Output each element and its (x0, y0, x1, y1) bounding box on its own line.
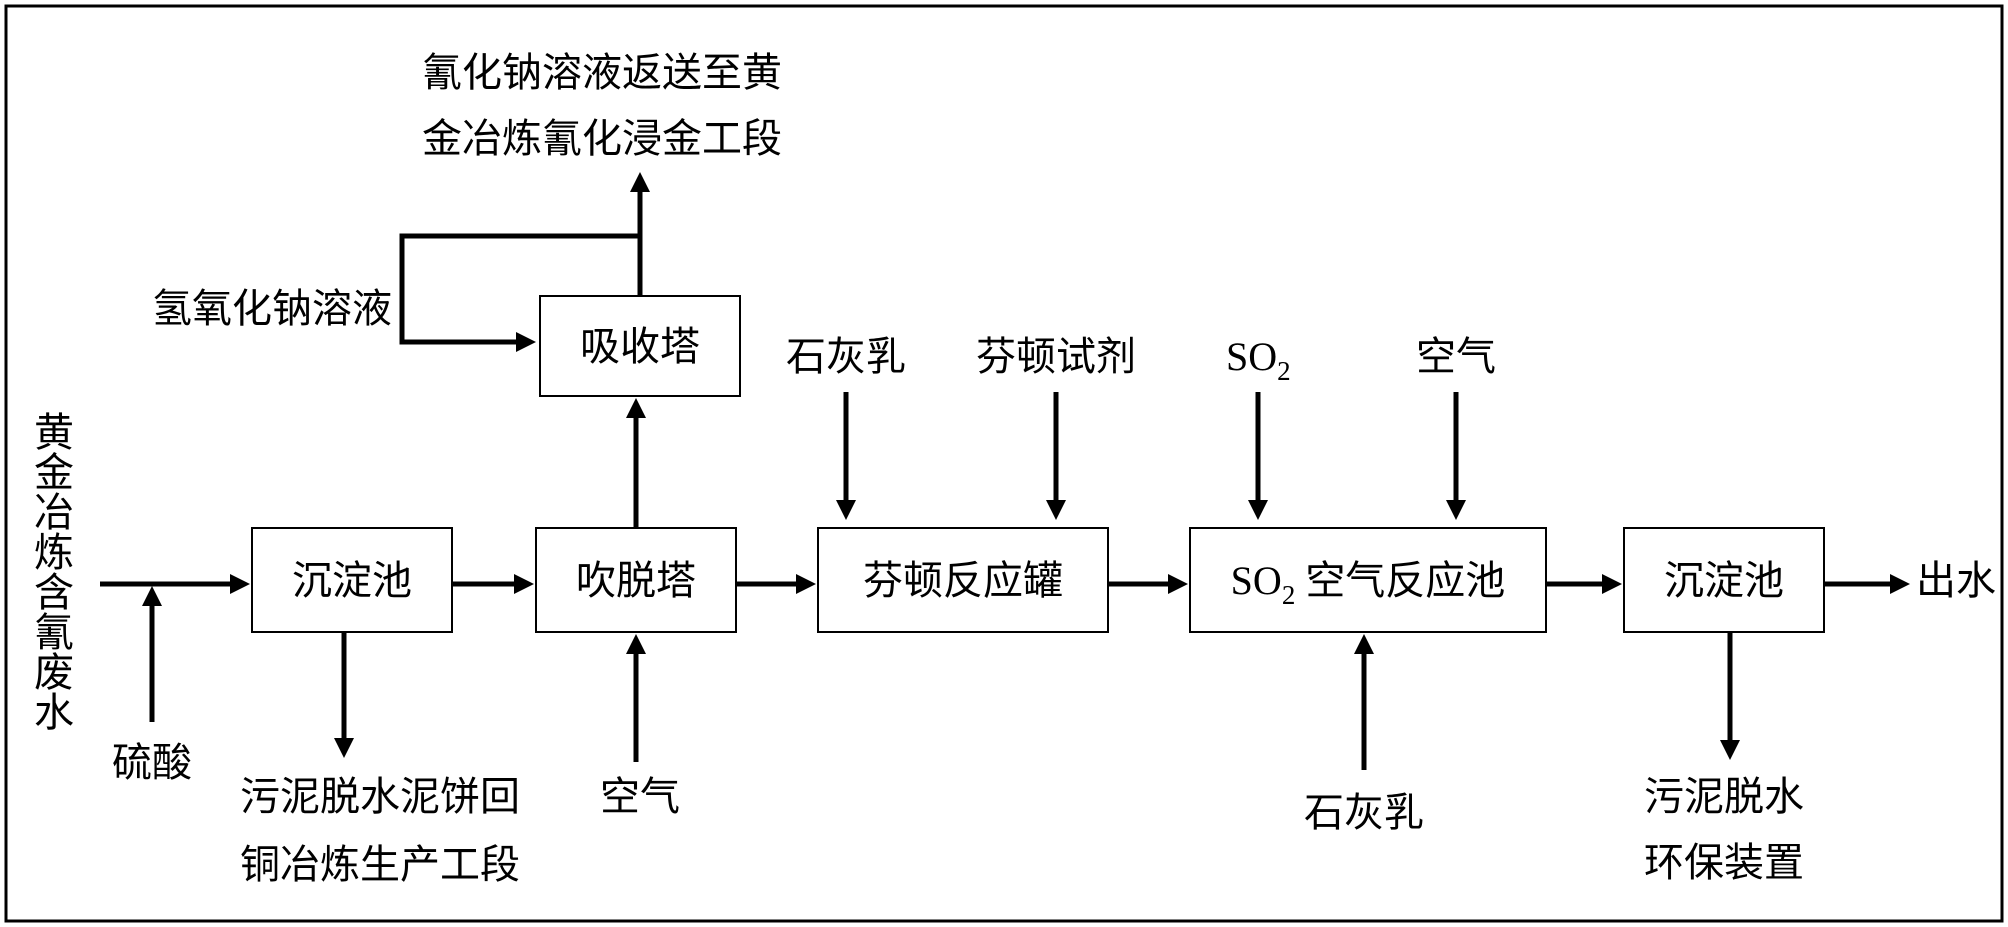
feed-label-char: 黄 (34, 410, 74, 455)
air-label-1: 空气 (600, 774, 680, 819)
sludge2-label: 污泥脱水 环保装置 (1644, 774, 1804, 885)
feed-label-char: 含 (34, 570, 74, 615)
stripping-to-absorber-arrowhead (626, 398, 646, 418)
feed-label-char: 废 (34, 650, 74, 695)
so2-label-subscript: 2 (1277, 356, 1291, 386)
fenton-reagent-arrowhead (1046, 500, 1066, 520)
box-so2-air-reactor-label: SO2 空气反应池 (1231, 558, 1506, 610)
cyanide-return-label-line-2: 金冶炼氰化浸金工段 (422, 116, 782, 161)
naoh-loop-line (399, 233, 640, 345)
sludge1-arrowhead (334, 738, 354, 758)
cyanide-return-label: 氰化钠溶液返送至黄 金冶炼氰化浸金工段 (422, 50, 782, 161)
diagram-border (4, 4, 2004, 923)
air1-arrowhead (626, 634, 646, 654)
box-sedimentation-tank-2: 沉淀池 (1623, 527, 1825, 633)
box-sedimentation-tank-2-label: 沉淀池 (1664, 558, 1784, 603)
box-stripping-tower-label: 吹脱塔 (576, 558, 696, 603)
feed-label: 黄 金 冶 炼 含 氰 废 水 (34, 410, 74, 735)
so2-subscript: 2 (1282, 580, 1296, 610)
so2-to-sed2-arrowhead (1602, 574, 1622, 594)
air2-arrowhead (1446, 500, 1466, 520)
box-fenton-reactor: 芬顿反应罐 (817, 527, 1109, 633)
box-stripping-tower: 吹脱塔 (535, 527, 737, 633)
lime-milk-label-2: 石灰乳 (1304, 790, 1424, 835)
feed-label-char: 冶 (34, 490, 74, 535)
box-absorption-tower: 吸收塔 (539, 295, 741, 397)
feed-label-char: 炼 (34, 530, 74, 575)
box-absorption-tower-label: 吸收塔 (580, 324, 700, 369)
feed-arrowhead (230, 574, 250, 594)
box-sedimentation-tank-1-label: 沉淀池 (292, 558, 412, 603)
lime2-arrowhead (1354, 634, 1374, 654)
outlet-water-label: 出水 (1916, 558, 1996, 603)
lime-milk-label-1: 石灰乳 (786, 334, 906, 379)
sludge2-label-line-1: 污泥脱水 (1644, 774, 1804, 819)
sludge1-label: 污泥脱水泥饼回 铜冶炼生产工段 (240, 774, 520, 887)
outlet-arrowhead (1890, 574, 1910, 594)
feed-label-char: 水 (34, 690, 74, 735)
stripping-to-fenton-arrowhead (796, 574, 816, 594)
sed1-to-stripping-arrowhead (514, 574, 534, 594)
sludge2-arrowhead (1720, 740, 1740, 760)
cyanide-return-arrowhead (630, 172, 650, 192)
air-label-2: 空气 (1416, 334, 1496, 379)
acid-arrowhead (142, 586, 162, 606)
lime1-arrowhead (836, 500, 856, 520)
naoh-arrowhead (516, 332, 536, 352)
sulfuric-acid-label: 硫酸 (112, 740, 192, 785)
fenton-to-so2-arrowhead (1168, 574, 1188, 594)
connectors (100, 172, 1910, 770)
cyanide-return-label-line-1: 氰化钠溶液返送至黄 (422, 50, 782, 95)
so2-label: SO2 (1226, 334, 1291, 386)
sludge1-label-line-2: 铜冶炼生产工段 (240, 842, 520, 887)
naoh-solution-label: 氢氧化钠溶液 (152, 286, 392, 331)
so2-input-arrowhead (1248, 500, 1268, 520)
sludge1-label-line-1: 污泥脱水泥饼回 (240, 774, 520, 819)
feed-label-char: 氰 (34, 610, 74, 655)
sludge2-label-line-2: 环保装置 (1644, 840, 1804, 885)
box-sedimentation-tank-1: 沉淀池 (251, 527, 453, 633)
box-so2-air-reactor: SO2 空气反应池 (1189, 527, 1547, 633)
so2-formula: SO (1231, 558, 1282, 603)
so2-label-formula: SO (1226, 334, 1277, 379)
feed-label-char: 金 (34, 450, 74, 495)
so2-reactor-rest: 空气反应池 (1295, 558, 1505, 603)
box-fenton-reactor-label: 芬顿反应罐 (863, 558, 1063, 603)
fenton-reagent-label: 芬顿试剂 (976, 334, 1136, 379)
